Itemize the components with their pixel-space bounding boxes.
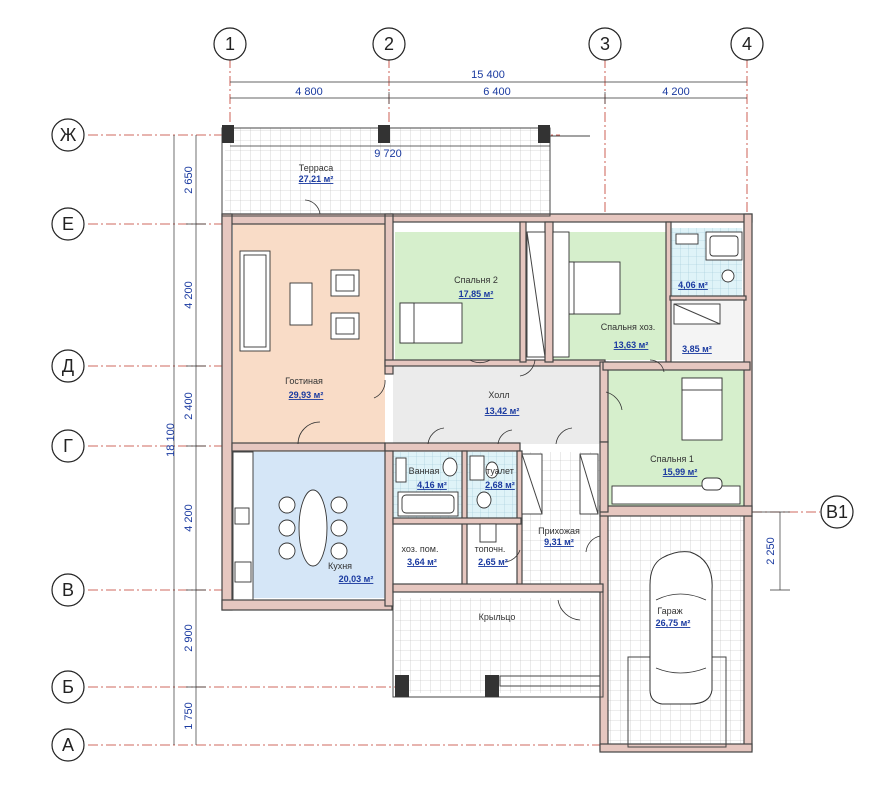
axis-bubble-v1: В1: [820, 495, 854, 529]
dim-left-seg-3: 2 400: [183, 392, 195, 420]
axis-bubble-e: Е: [51, 207, 85, 241]
kitchen-area: 20,03 м²: [339, 574, 374, 584]
terrace-area: 27,21 м²: [299, 174, 334, 184]
utility-area: 3,64 м²: [407, 557, 437, 567]
kitchen-name: Кухня: [328, 561, 352, 571]
axis-bubble-3: 3: [588, 27, 622, 61]
axis-bubble-g: Г: [51, 429, 85, 463]
dim-left-seg-4: 4 200: [183, 504, 195, 532]
bath-area: 4,16 м²: [417, 480, 447, 490]
bedroom1-area: 15,99 м²: [663, 467, 698, 477]
toilet-area: 2,68 м²: [485, 480, 515, 490]
kitchen-furniture: [232, 451, 348, 601]
toilet-name: туалет: [486, 466, 514, 476]
boiler-area: 2,65 м²: [478, 557, 508, 567]
dim-left-seg-5: 2 900: [183, 624, 195, 652]
axis-label-b: Б: [62, 677, 74, 697]
garage-name: Гараж: [657, 606, 682, 616]
master-furniture: [552, 231, 743, 358]
utility-name: хоз. пом.: [402, 544, 439, 554]
dim-left-total: 18 100: [165, 423, 177, 457]
living-name: Гостиная: [285, 376, 323, 386]
axis-label-2: 2: [384, 34, 394, 54]
dim-left-seg-2: 4 200: [183, 281, 195, 309]
terrace-name: Терраса: [299, 163, 334, 173]
axis-label-g: Г: [63, 436, 73, 456]
terrace: [221, 125, 590, 217]
axis-label-a: А: [62, 735, 74, 755]
room-labels: Терраса 27,21 м² Гостиная 29,93 м² Спаль…: [285, 163, 712, 628]
dim-left-seg-1: 2 650: [183, 166, 195, 194]
boiler-name: топочн.: [475, 544, 506, 554]
bedroom2-area: 17,85 м²: [459, 289, 494, 299]
axis-label-4: 4: [742, 34, 752, 54]
axis-bubble-b: Б: [51, 670, 85, 704]
entrance-name: Прихожая: [538, 526, 580, 536]
axis-label-3: 3: [600, 34, 610, 54]
master-bath-area: 4,06 м²: [678, 280, 708, 290]
entry-closets: [521, 453, 599, 515]
living-furniture: [239, 250, 360, 352]
dim-left-seg-6: 1 750: [183, 702, 195, 730]
dim-terrace-width: 9 720: [374, 148, 402, 160]
garage-car: [627, 551, 727, 748]
bedroom2-furniture: [399, 231, 546, 358]
axis-bubble-2: 2: [372, 27, 406, 61]
bath-name: Ванная: [409, 466, 440, 476]
dimension-lines: [173, 81, 790, 745]
dim-top-seg-3: 4 200: [662, 86, 690, 98]
axis-bubbles: 1 2 3 4 Ж Е Д Г: [51, 27, 854, 762]
hall-floor: [393, 366, 605, 444]
entrance-area: 9,31 м²: [544, 537, 574, 547]
utility-floor: [393, 524, 459, 584]
hall-name: Холл: [488, 390, 509, 400]
axis-bubble-zh: Ж: [51, 118, 85, 152]
dim-right-garage: 2 250: [765, 537, 777, 565]
axis-bubble-a: А: [51, 728, 85, 762]
porch-name: Крыльцо: [479, 612, 516, 622]
axis-label-v1: В1: [826, 502, 848, 522]
axis-bubble-4: 4: [730, 27, 764, 61]
master-name: Спальня хоз.: [601, 322, 656, 332]
bedroom1-name: Спальня 1: [650, 454, 694, 464]
doors: [297, 199, 665, 621]
master-area: 13,63 м²: [614, 340, 649, 350]
axis-label-d: Д: [62, 356, 74, 376]
hall-area: 13,42 м²: [485, 406, 520, 416]
dim-top-seg-1: 4 800: [295, 86, 323, 98]
axis-label-1: 1: [225, 34, 235, 54]
bath-fixtures: [395, 455, 499, 543]
walls: [221, 213, 753, 753]
bedroom2-name: Спальня 2: [454, 275, 498, 285]
bedroom1-furniture: [611, 377, 741, 505]
living-area: 29,93 м²: [289, 390, 324, 400]
axis-bubble-v: В: [51, 573, 85, 607]
axis-bubble-d: Д: [51, 349, 85, 383]
dim-top-total: 15 400: [471, 69, 505, 81]
axis-label-v: В: [62, 580, 74, 600]
axis-bubble-1: 1: [213, 27, 247, 61]
porch: [392, 591, 604, 698]
garage-area: 26,75 м²: [656, 618, 691, 628]
dimension-labels: 15 400 4 800 6 400 4 200 9 720 18 100 2 …: [165, 69, 777, 730]
axis-label-zh: Ж: [60, 125, 77, 145]
master-closet-area: 3,85 м²: [682, 344, 712, 354]
dim-top-seg-2: 6 400: [483, 86, 511, 98]
axis-label-e: Е: [62, 214, 74, 234]
